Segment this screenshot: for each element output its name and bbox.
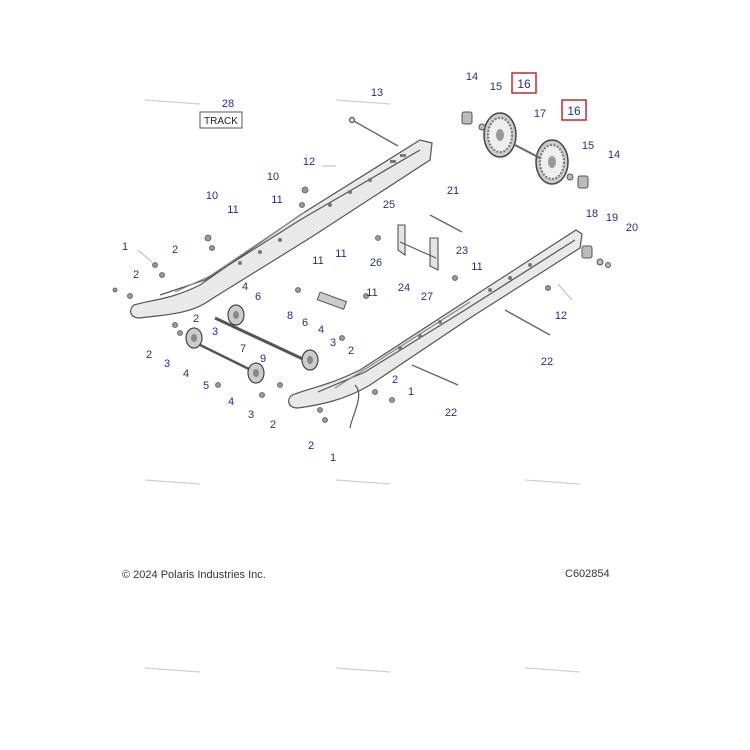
callout-4d: 4: [228, 396, 234, 408]
right-rail-holes: [398, 263, 532, 350]
callout-26: 26: [370, 257, 382, 269]
center-bracket: [397, 224, 439, 271]
callout-2e: 2: [146, 349, 152, 361]
callout-16-top: 16: [517, 77, 531, 91]
callout-2f: 2: [392, 374, 398, 386]
small-fasteners: [112, 186, 551, 423]
callout-10b: 10: [206, 190, 218, 202]
callout-11b: 11: [227, 204, 238, 216]
callout-9: 9: [260, 353, 266, 365]
track-label: TRACK: [204, 116, 238, 127]
callout-11e: 11: [471, 261, 482, 273]
track-label-box: TRACK: [199, 111, 243, 129]
callout-3: 3: [212, 326, 218, 338]
callout-17: 17: [534, 108, 546, 120]
callout-4b: 4: [318, 324, 324, 336]
axle-rollers: [185, 291, 348, 384]
top-shafts: [348, 116, 551, 386]
callout-8: 8: [287, 310, 293, 322]
callout-2h: 2: [308, 440, 314, 452]
left-rail: [130, 139, 433, 319]
callout-22b: 22: [445, 407, 457, 419]
callout-3b: 3: [330, 337, 336, 349]
wheel-left: [483, 112, 517, 158]
callout-23: 23: [456, 245, 468, 257]
callout-3d: 3: [248, 409, 254, 421]
callout-7: 7: [240, 343, 246, 355]
callout-18: 18: [586, 208, 598, 220]
callout-15b: 15: [582, 140, 594, 152]
wheel-right: [535, 139, 569, 185]
callout-1b: 1: [408, 386, 414, 398]
callout-2b: 2: [133, 269, 139, 281]
watermark-marks: [144, 99, 581, 673]
highlighted-callout-16a: 16: [511, 72, 537, 94]
callout-25: 25: [383, 199, 395, 211]
leader-lines: [137, 165, 573, 301]
callout-2: 2: [172, 244, 178, 256]
callout-6: 6: [255, 291, 261, 303]
callout-27: 27: [421, 291, 433, 303]
callout-13: 13: [371, 87, 383, 99]
callout-12b: 12: [555, 310, 567, 322]
callout-14b: 14: [608, 149, 620, 161]
highlighted-callout-16b: 16: [561, 99, 587, 121]
right-rail: [288, 229, 583, 409]
callout-1: 1: [122, 241, 128, 253]
callout-16-right: 16: [567, 104, 581, 118]
callout-28: 28: [222, 98, 234, 110]
callout-2d: 2: [348, 345, 354, 357]
callout-11f: 11: [366, 287, 377, 299]
callout-12: 12: [303, 156, 315, 168]
left-rail-holes: [238, 154, 406, 265]
figure-id: C602854: [565, 568, 610, 580]
callout-11c: 11: [335, 248, 346, 260]
callout-1c: 1: [330, 452, 336, 464]
callout-14: 14: [466, 71, 478, 83]
callout-22: 22: [541, 356, 553, 368]
callout-3c: 3: [164, 358, 170, 370]
callout-4: 4: [242, 281, 248, 293]
callout-11: 11: [271, 194, 282, 206]
callout-4c: 4: [183, 368, 189, 380]
callout-2c: 2: [193, 313, 199, 325]
callout-2g: 2: [270, 419, 276, 431]
callout-15: 15: [490, 81, 502, 93]
curved-strap: [349, 384, 360, 429]
callout-20: 20: [626, 222, 638, 234]
callout-21: 21: [447, 185, 459, 197]
callout-labels: 28 13 14 15 17 15 14 12 10 11 10 11 21 2…: [122, 71, 638, 464]
callout-11d: 11: [312, 255, 323, 267]
copyright-text: © 2024 Polaris Industries Inc.: [122, 569, 266, 581]
wheel-hardware: [461, 111, 611, 268]
callout-5: 5: [203, 380, 209, 392]
callout-24: 24: [398, 282, 410, 294]
callout-6b: 6: [302, 317, 308, 329]
callout-10: 10: [267, 171, 279, 183]
callout-19: 19: [606, 212, 618, 224]
